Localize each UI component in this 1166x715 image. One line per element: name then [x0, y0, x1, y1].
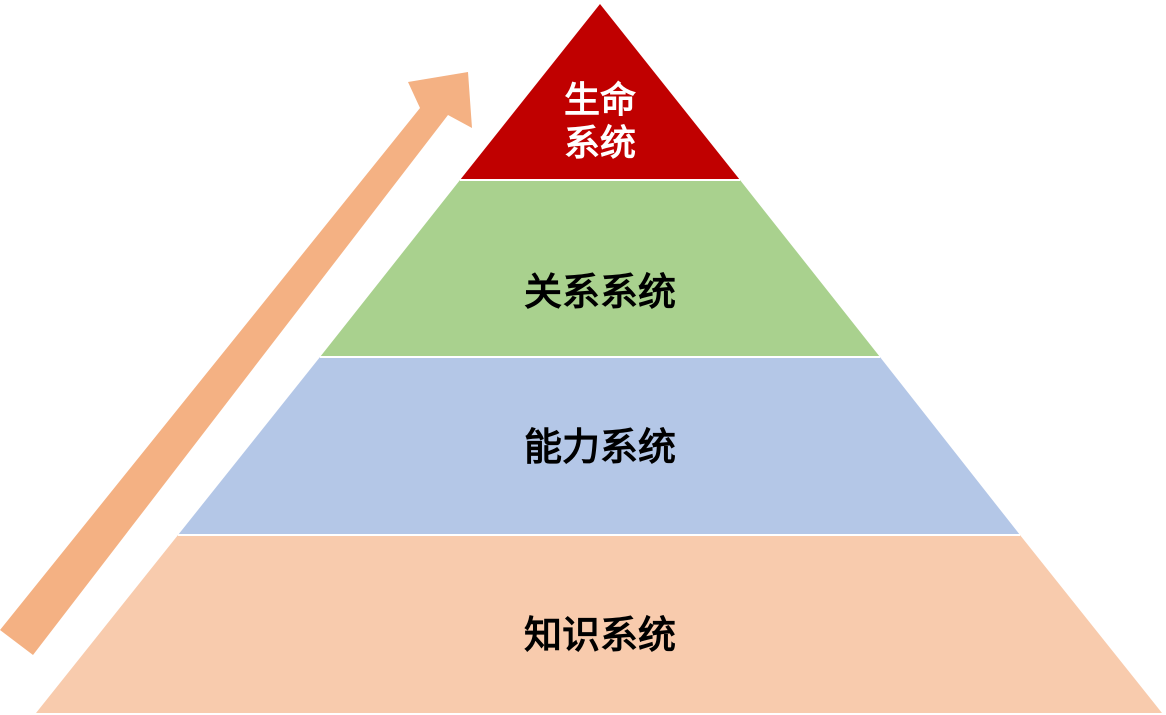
upward-arrow	[0, 72, 472, 655]
pyramid-level-second	[320, 180, 880, 357]
level-third-label: 能力系统	[524, 425, 676, 469]
pyramid-level-base	[36, 535, 1162, 713]
level-second-label: 关系系统	[524, 270, 676, 314]
level-top-label-line2: 系统	[564, 123, 636, 164]
level-base-label: 知识系统	[524, 613, 676, 657]
pyramid-level-top	[460, 4, 740, 180]
pyramid-level-third	[178, 357, 1020, 535]
level-top-label-line1: 生命	[564, 79, 636, 121]
